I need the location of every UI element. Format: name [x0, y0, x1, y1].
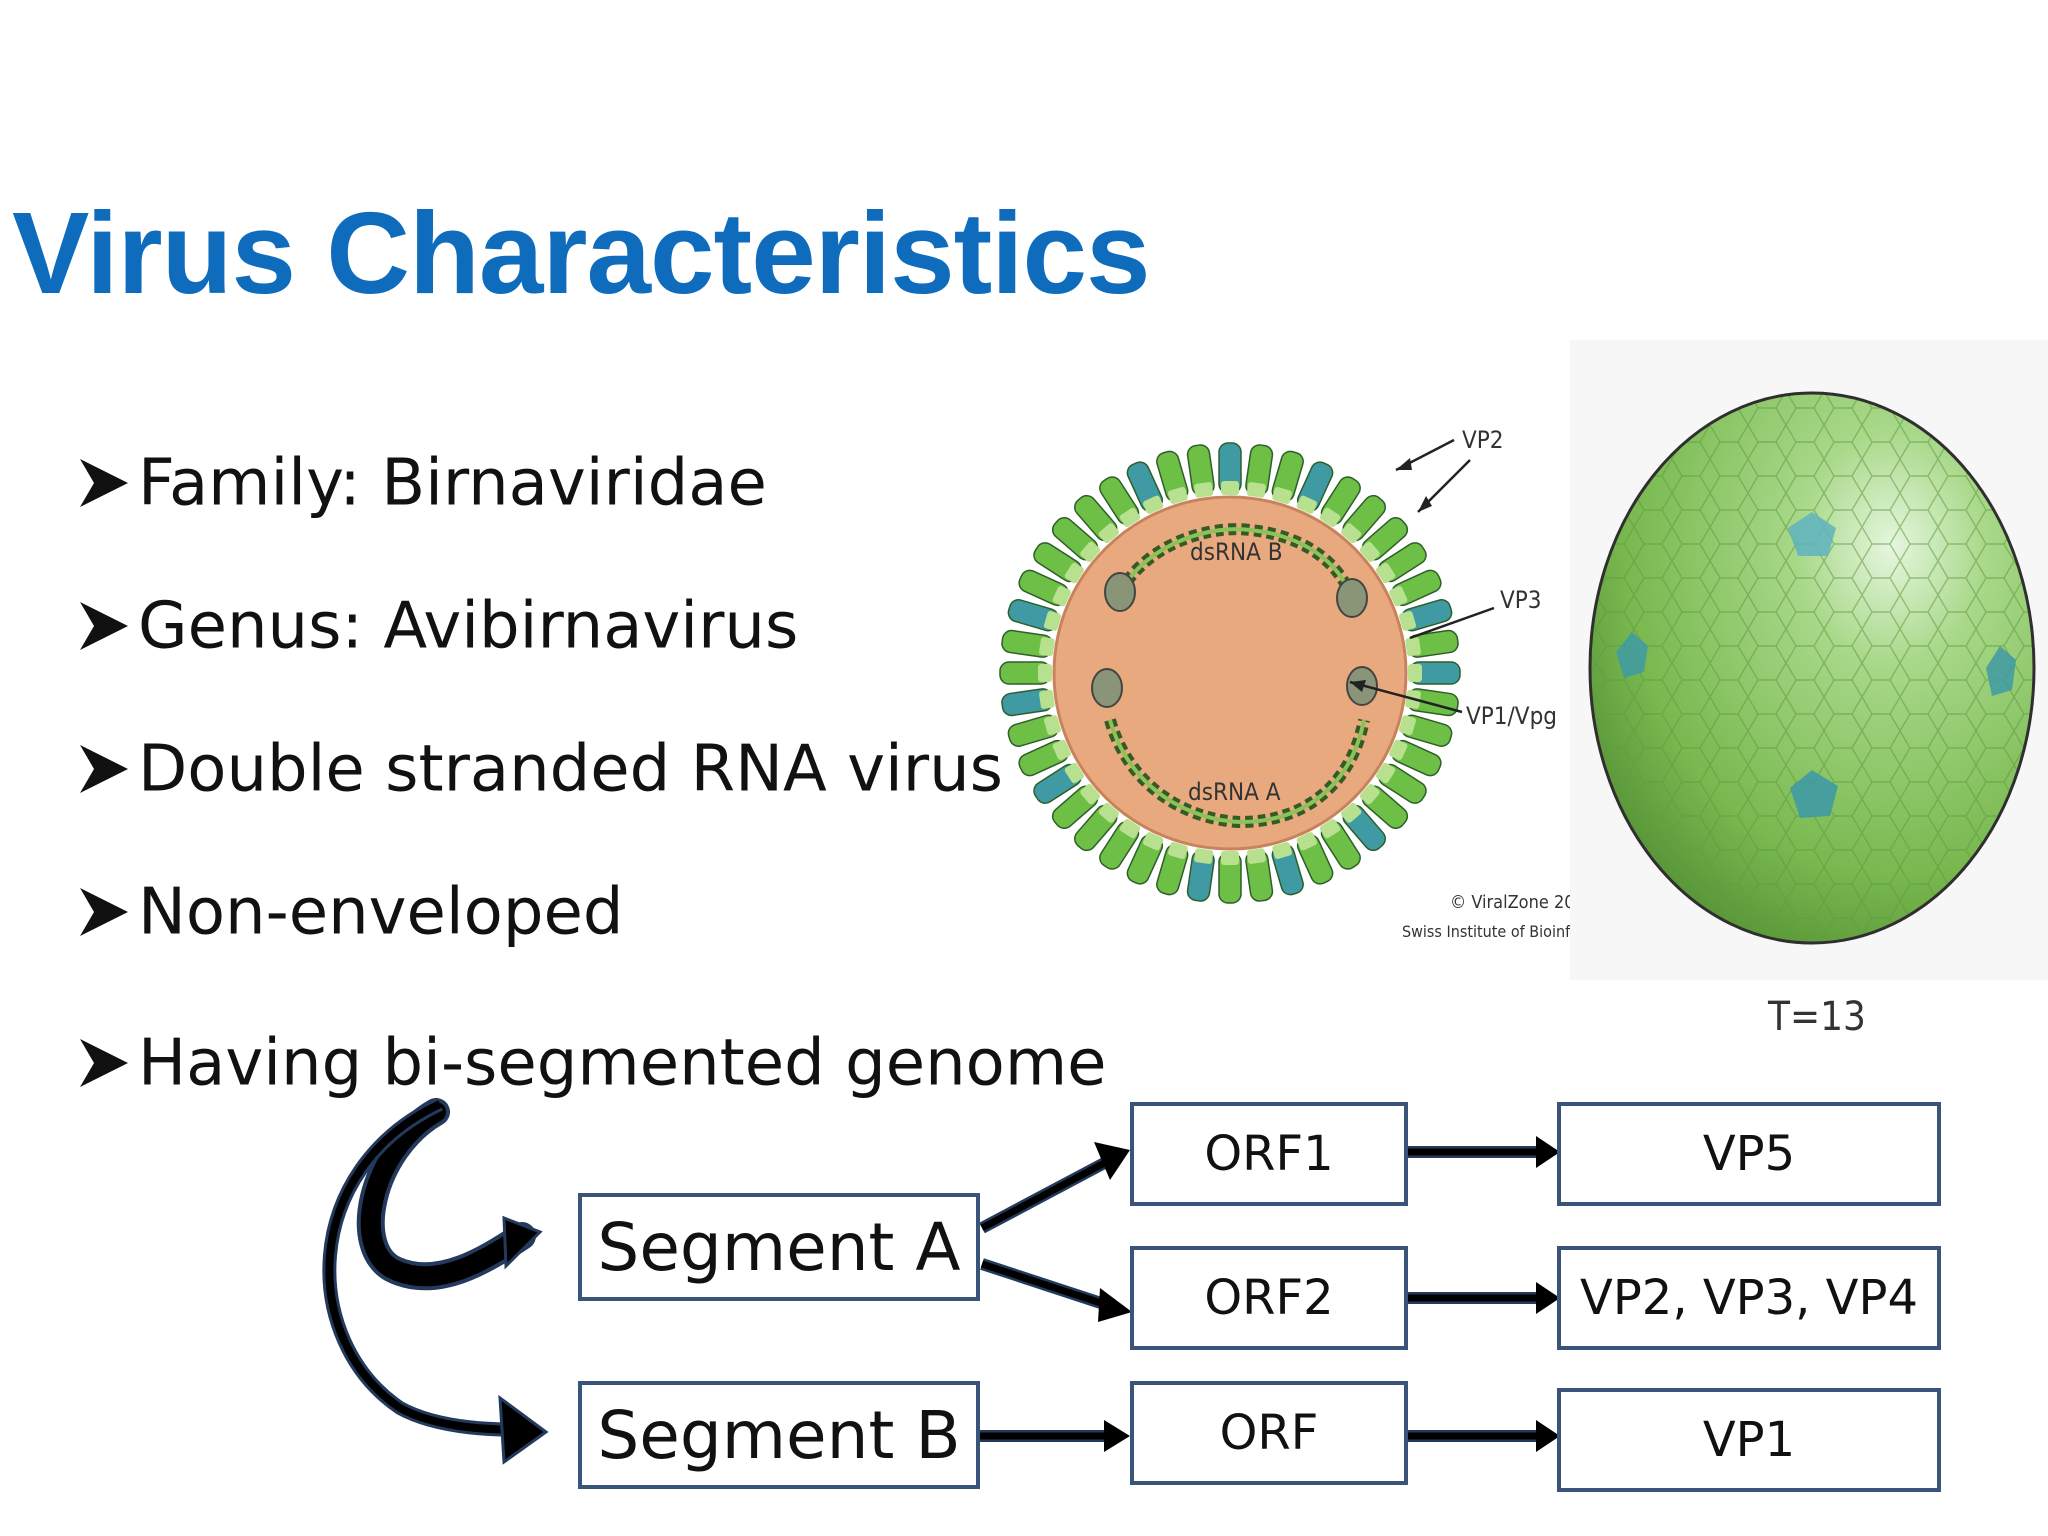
inner-subunit [1221, 851, 1239, 865]
pentamer-icon [1986, 646, 2016, 696]
inner-subunit [1319, 507, 1341, 527]
inner-subunit [1098, 523, 1120, 544]
inner-subunit [1398, 715, 1417, 736]
bullet-genus: Genus: Avibirnavirus [76, 583, 798, 663]
inner-subunit [1246, 848, 1266, 864]
orf1-box: ORF1 [1130, 1102, 1408, 1206]
bullet-genome: Having bi-segmented genome [76, 1020, 1107, 1100]
inner-subunit [1408, 664, 1422, 682]
bullet-text: Genus: Avibirnavirus [138, 589, 799, 664]
inner-subunit [1119, 819, 1141, 839]
inner-subunit [1376, 762, 1396, 784]
inner-subunit [1098, 802, 1120, 823]
inner-subunit [1246, 482, 1266, 498]
dsrna-b-label: dsRNA B [1190, 538, 1283, 566]
orf-box: ORF [1130, 1381, 1408, 1485]
capsid-t-number: T=13 [1767, 994, 1866, 1040]
bullet-text: Having bi-segmented genome [138, 1026, 1107, 1101]
genome-flow-arrows [322, 1097, 1560, 1465]
dsrna-a-label: dsRNA A [1188, 778, 1281, 806]
inner-subunit [1080, 783, 1101, 805]
segment-b-box: Segment B [578, 1381, 980, 1489]
inner-subunit [1359, 541, 1380, 563]
arrow-bullet-icon [76, 598, 138, 654]
inner-subunit [1043, 610, 1062, 631]
inner-subunit [1064, 762, 1084, 784]
inner-subunit [1405, 637, 1421, 657]
inner-subunit [1272, 841, 1293, 860]
bullet-family: Family: Birnaviridae [76, 440, 767, 520]
inner-subunit [1389, 739, 1408, 760]
inner-subunit [1194, 848, 1214, 864]
slide-title: Virus Characteristics [12, 188, 1150, 318]
vp2-label: VP2 [1462, 426, 1504, 454]
vp1-polymerase [1104, 572, 1136, 612]
inner-subunit [1296, 832, 1317, 851]
vp1-polymerase [1091, 668, 1123, 708]
inner-subunit [1043, 715, 1062, 736]
inner-subunit [1039, 637, 1055, 657]
inner-subunit [1389, 586, 1408, 607]
pentamer-icon [1788, 512, 1836, 556]
inner-subunit [1143, 832, 1164, 851]
capsid-sphere: T=13 [1570, 340, 2048, 1040]
curved-arrow-head-b [498, 1394, 549, 1465]
inner-subunit [1398, 610, 1417, 631]
inner-subunit [1376, 562, 1396, 584]
vp3-label: VP3 [1500, 586, 1542, 614]
arrow-bullet-icon [76, 884, 138, 940]
bullet-text: Non-enveloped [138, 875, 624, 950]
inner-subunit [1340, 523, 1362, 544]
arrow-bullet-icon [76, 741, 138, 797]
inner-subunit [1340, 802, 1362, 823]
pentamer-icon [1616, 632, 1648, 678]
capsid-spikes [999, 442, 1461, 904]
credit-line-1: © ViralZone 2015 [1450, 892, 1595, 913]
inner-subunit [1052, 586, 1071, 607]
bullet-text: Double stranded RNA virus [138, 732, 1003, 807]
segment-a-box: Segment A [578, 1193, 980, 1301]
inner-subunit [1080, 541, 1101, 563]
core-region [1054, 497, 1406, 849]
curved-arrow-head-a [502, 1215, 543, 1270]
bullet-envelope: Non-enveloped [76, 869, 623, 949]
vp2-vp3-vp4-box: VP2, VP3, VP4 [1557, 1246, 1941, 1350]
inner-subunit [1319, 819, 1341, 839]
inner-subunit [1272, 486, 1293, 505]
inner-subunit [1064, 562, 1084, 584]
vp1-vpg-label: VP1/Vpg [1466, 702, 1557, 730]
inner-subunit [1194, 482, 1214, 498]
inner-subunit [1167, 841, 1188, 860]
orf2-box: ORF2 [1130, 1246, 1408, 1350]
inner-subunit [1039, 689, 1055, 709]
inner-subunit [1167, 486, 1188, 505]
vp1-polymerase [1336, 578, 1368, 618]
inner-subunit [1359, 783, 1380, 805]
vp1-box: VP1 [1557, 1388, 1941, 1492]
inner-subunit [1052, 739, 1071, 760]
inner-subunit [1038, 664, 1052, 682]
inner-subunit [1296, 495, 1317, 514]
arrow-bullet-icon [76, 1035, 138, 1091]
pentamer-icon [1790, 770, 1838, 818]
inner-subunit [1119, 507, 1141, 527]
virion-cross-section: dsRNA B dsRNA A VP2 VP3 VP1/Vpg © ViralZ… [998, 426, 1632, 941]
inner-subunit [1143, 495, 1164, 514]
bullet-rna-type: Double stranded RNA virus [76, 726, 1003, 806]
vp5-box: VP5 [1557, 1102, 1941, 1206]
arrow-bullet-icon [76, 455, 138, 511]
inner-subunit [1221, 481, 1239, 495]
bullet-text: Family: Birnaviridae [138, 446, 767, 521]
